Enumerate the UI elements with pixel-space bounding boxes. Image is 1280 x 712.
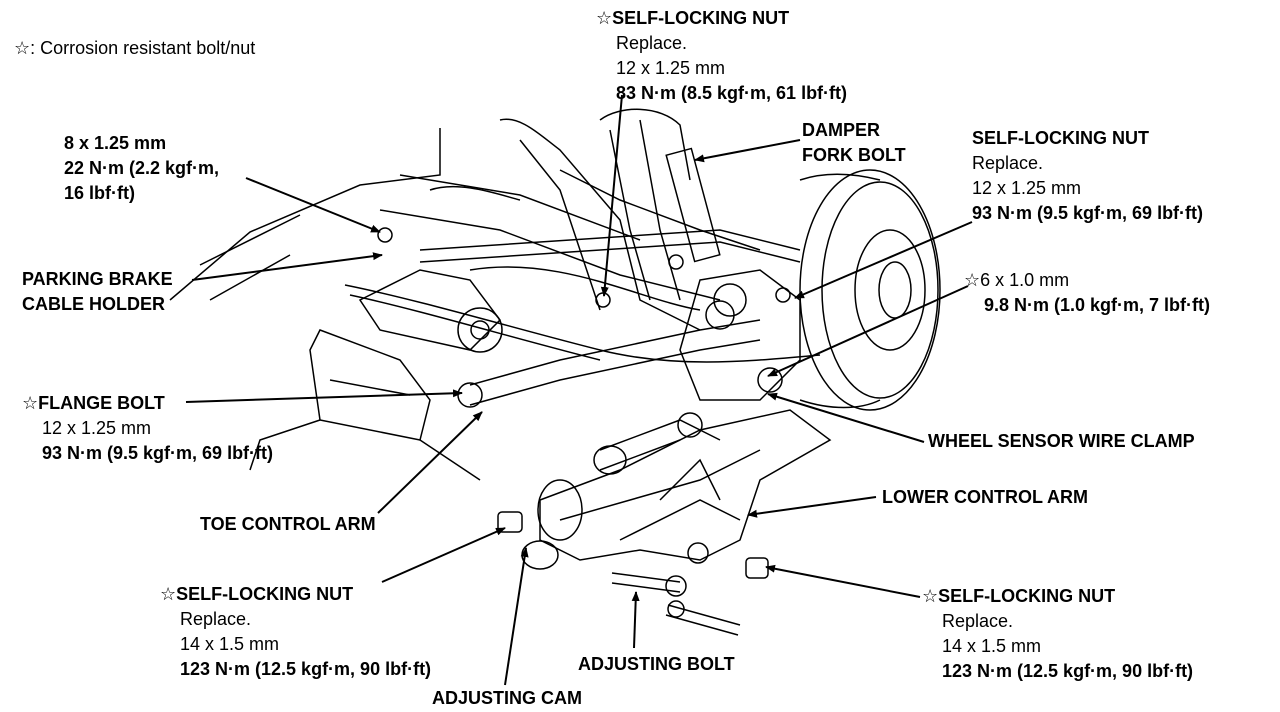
leader-adjusting-bolt [631,591,640,649]
star-icon: ☆ [596,8,613,28]
star-icon: ☆ [922,586,939,606]
leader-right-nut [794,221,973,299]
leader-bottom-right-nut [765,564,921,598]
damper-fork-bolt-label-1: DAMPER [802,120,881,140]
leader-top-nut [600,94,623,297]
legend-star-symbol: ☆ [14,38,31,58]
toe-control-arm-label: TOE CONTROL ARM [200,514,376,534]
parking-brake-label-2: CABLE HOLDER [22,294,165,314]
bottom-left-nut-note: Replace. [180,609,252,629]
callout-toe-control-arm: TOE CONTROL ARM [200,512,376,537]
leader-flange-bolt [185,389,463,403]
right-nut-torque: 93 N·m (9.5 kgf·m, 69 lbf·ft) [972,203,1204,223]
star-icon: ☆ [160,584,177,604]
callout-top-self-locking-nut: ☆SELF-LOCKING NUT Replace. 12 x 1.25 mm … [596,6,847,106]
bolt-torque: 22 N·m (2.2 kgf·m, [64,158,220,178]
bottom-right-nut-name: SELF-LOCKING NUT [938,586,1116,606]
leader-toe-control-arm [377,411,483,514]
callout-bottom-left-self-locking-nut: ☆SELF-LOCKING NUT Replace. 14 x 1.5 mm 1… [160,582,431,682]
top-nut-note: Replace. [616,33,688,53]
callout-wheel-sensor-wire-clamp: WHEEL SENSOR WIRE CLAMP [928,429,1195,454]
leader-parking-brake [191,252,383,281]
callout-lower-control-arm: LOWER CONTROL ARM [882,485,1088,510]
parking-brake-label-1: PARKING BRAKE [22,269,173,289]
bolt-torque-cont: 16 lbf·ft) [64,183,135,203]
adjusting-cam-label: ADJUSTING CAM [432,688,583,708]
bolt-size: 8 x 1.25 mm [64,133,167,153]
leader-damper-fork-bolt [694,139,801,163]
right-nut-note: Replace. [972,153,1044,173]
wheel-sensor-label: WHEEL SENSOR WIRE CLAMP [928,431,1195,451]
right-nut-size: 12 x 1.25 mm [972,178,1082,198]
callout-bottom-right-self-locking-nut: ☆SELF-LOCKING NUT Replace. 14 x 1.5 mm 1… [922,584,1193,684]
bottom-left-nut-torque: 123 N·m (12.5 kgf·m, 90 lbf·ft) [180,659,432,679]
bottom-left-nut-size: 14 x 1.5 mm [180,634,280,654]
legend: ☆: Corrosion resistant bolt/nut [14,38,255,59]
bolt-6x10-size: 6 x 1.0 mm [980,270,1070,290]
flange-bolt-name: FLANGE BOLT [38,393,165,413]
bolt-6x10-torque: 9.8 N·m (1.0 kgf·m, 7 lbf·ft) [984,295,1211,315]
bottom-right-nut-torque: 123 N·m (12.5 kgf·m, 90 lbf·ft) [942,661,1194,681]
legend-text: : Corrosion resistant bolt/nut [30,38,256,58]
leader-wheel-sensor [767,392,925,443]
callout-parking-brake-cable-holder: PARKING BRAKE CABLE HOLDER [22,267,173,317]
lower-control-arm-label: LOWER CONTROL ARM [882,487,1088,507]
top-nut-torque: 83 N·m (8.5 kgf·m, 61 lbf·ft) [616,83,848,103]
flange-bolt-torque: 93 N·m (9.5 kgf·m, 69 lbf·ft) [42,443,274,463]
callout-6x10-bolt: ☆6 x 1.0 mm 9.8 N·m (1.0 kgf·m, 7 lbf·ft… [964,268,1210,318]
top-nut-size: 12 x 1.25 mm [616,58,726,78]
damper-fork-bolt-label-2: FORK BOLT [802,145,906,165]
callout-right-self-locking-nut: SELF-LOCKING NUT Replace. 12 x 1.25 mm 9… [972,126,1203,226]
flange-bolt-size: 12 x 1.25 mm [42,418,152,438]
bottom-left-nut-name: SELF-LOCKING NUT [176,584,354,604]
star-icon: ☆ [22,393,39,413]
bottom-right-nut-size: 14 x 1.5 mm [942,636,1042,656]
star-icon: ☆ [964,270,981,290]
leader-bottom-left-nut [381,527,506,583]
leader-lines [185,94,973,686]
callout-damper-fork-bolt: DAMPER FORK BOLT [802,118,906,168]
leader-8x125-bolt [245,177,381,233]
bottom-right-nut-note: Replace. [942,611,1014,631]
adjusting-bolt-label: ADJUSTING BOLT [578,654,735,674]
callout-8x125-bolt: 8 x 1.25 mm 22 N·m (2.2 kgf·m, 16 lbf·ft… [64,131,219,206]
callout-flange-bolt: ☆FLANGE BOLT 12 x 1.25 mm 93 N·m (9.5 kg… [22,391,273,466]
subframe-structure [169,108,941,636]
leader-6x10-bolt [767,285,969,377]
right-nut-name: SELF-LOCKING NUT [972,128,1149,148]
callout-adjusting-bolt: ADJUSTING BOLT [578,652,735,677]
leader-adjusting-cam [504,547,529,686]
top-nut-name: SELF-LOCKING NUT [612,8,790,28]
callout-adjusting-cam: ADJUSTING CAM [432,686,582,711]
leader-lower-control-arm [747,496,877,518]
